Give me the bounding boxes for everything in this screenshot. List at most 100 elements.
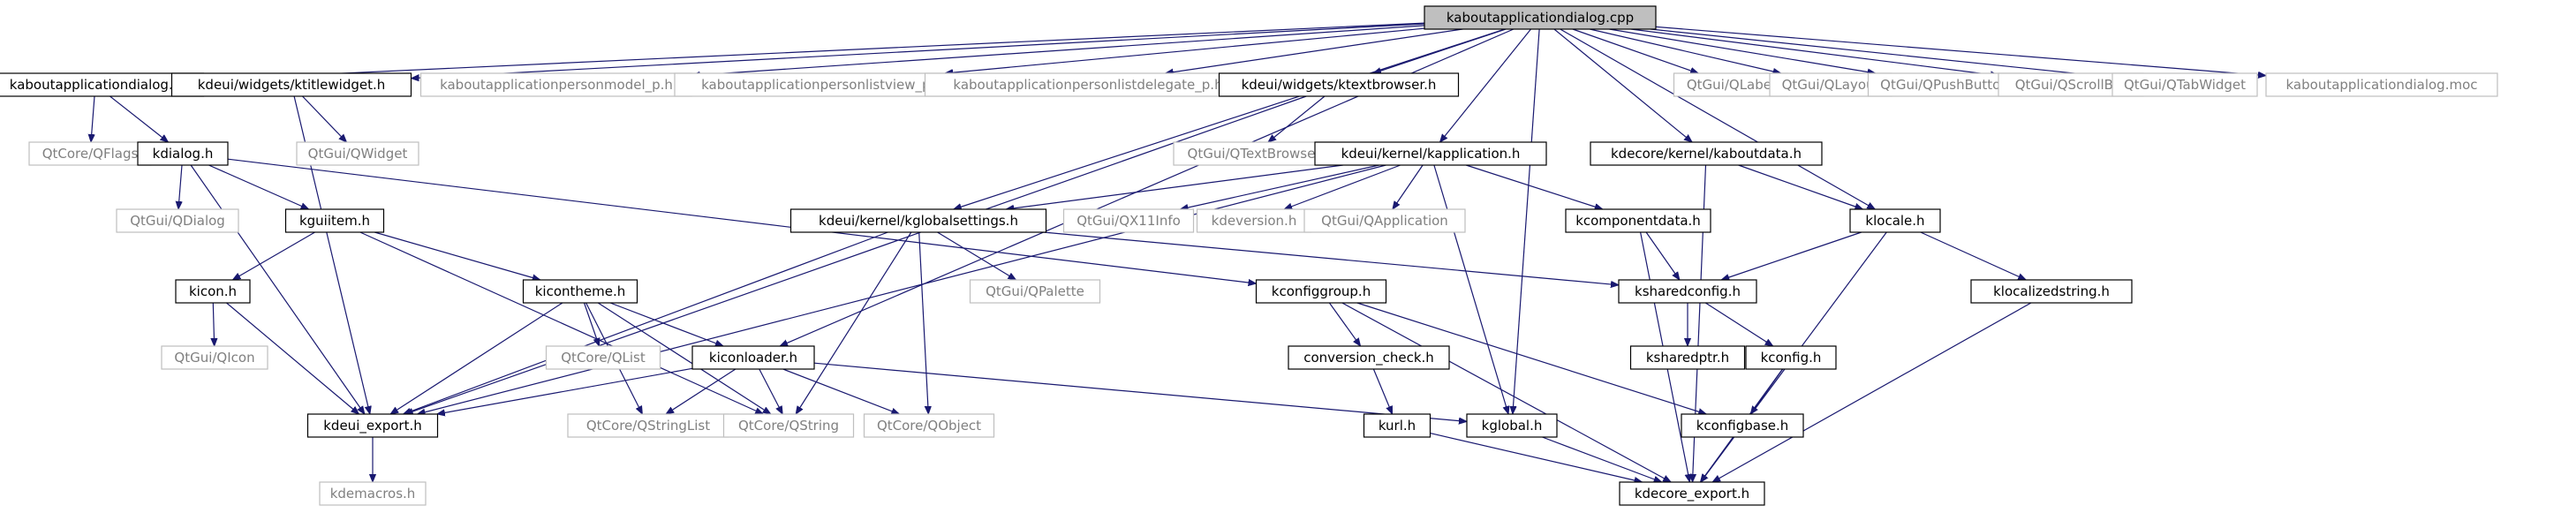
node-ktitlewidget: kdeui/widgets/ktitlewidget.h: [170, 72, 412, 97]
node-box: [1255, 279, 1387, 304]
node-box: [2265, 72, 2498, 97]
node-box: [1062, 208, 1195, 233]
edge-kglobalsettings-to-ksharedconfig: [1043, 231, 1620, 285]
node-box: [691, 345, 815, 370]
node-klocale: klocale.h: [1849, 208, 1941, 233]
node-kglobal: kglobal.h: [1466, 413, 1558, 438]
node-label: kurl.h: [1379, 418, 1416, 434]
node-box: [419, 72, 693, 97]
node-kdecore-export: kdecore_export.h: [1619, 481, 1765, 506]
node-box: [789, 208, 1047, 233]
node-kicon: kicon.h: [175, 279, 251, 304]
node-kurl: kurl.h: [1363, 413, 1432, 438]
node-kiconloader: kiconloader.h: [691, 345, 815, 370]
node-box: [1218, 72, 1460, 97]
edge-kguiitem-to-kicon: [232, 231, 315, 280]
node-box: [2111, 72, 2258, 97]
node-box: [1424, 5, 1657, 30]
node-label: kdialog.h: [153, 146, 214, 162]
edge-root-to-personmodel: [692, 25, 1425, 76]
edge-kiconloader-to-kdeui-export: [437, 367, 693, 414]
node-label: QtGui/QPalette: [986, 283, 1084, 299]
edge-kglobalsettings-to-qstring: [796, 231, 912, 414]
node-label: kguiitem.h: [299, 213, 370, 229]
node-label: QtGui/QIcon: [174, 350, 254, 366]
edge-kapplication-to-kcomponentdata: [1466, 164, 1603, 209]
node-box: [1303, 208, 1466, 233]
node-box: [674, 72, 971, 97]
node-kapplication: kdeui/kernel/kapplication.h: [1314, 141, 1547, 166]
node-box: [1363, 413, 1432, 438]
node-box: [1196, 208, 1312, 233]
edge-root-to-kglobal: [1513, 28, 1540, 414]
node-label: ksharedptr.h: [1646, 350, 1729, 366]
edge-kapplication-to-qapplication: [1393, 164, 1424, 209]
node-label: QtGui/QWidget: [308, 146, 408, 162]
node-qstringlist: QtCore/QStringList: [567, 413, 729, 438]
node-label: QtGui/QPushButton: [1880, 77, 2009, 93]
edge-kicon-to-kdeui-export: [226, 302, 359, 414]
edge-kad-h-to-kdialog: [110, 95, 169, 142]
node-box: [1590, 141, 1823, 166]
edge-kiconloader-to-qstringlist: [666, 368, 737, 414]
node-klocalizedstring: klocalizedstring.h: [1970, 279, 2133, 304]
edge-root-to-moc: [1655, 26, 2266, 75]
edge-kglobal-to-kdecore-export: [1542, 436, 1661, 482]
node-personlistdelegate: kaboutapplicationpersonlistdelegate_p.h: [924, 72, 1252, 97]
node-label: kdeui/widgets/ktitlewidget.h: [198, 77, 386, 93]
node-label: kdeversion.h: [1212, 213, 1297, 229]
edge-kapplication-to-kglobal: [1433, 164, 1508, 414]
node-box: [137, 141, 229, 166]
edge-kdialog-to-kconfiggroup: [227, 158, 1257, 283]
node-label: conversion_check.h: [1303, 350, 1434, 366]
node-box: [1629, 345, 1746, 370]
node-kglobalsettings: kdeui/kernel/kglobalsettings.h: [789, 208, 1047, 233]
edge-kconfiggroup-to-kdecore-export: [1341, 302, 1671, 482]
edge-kapplication-to-qx11info: [1181, 164, 1379, 209]
node-label: kdecore_export.h: [1635, 486, 1749, 502]
edge-root-to-qlayout: [1590, 28, 1780, 73]
node-box: [863, 413, 995, 438]
node-kicontheme: kicontheme.h: [522, 279, 638, 304]
edge-kguiitem-to-kicontheme: [374, 231, 540, 280]
node-label: kcomponentdata.h: [1575, 213, 1701, 229]
node-personlistview: kaboutapplicationpersonlistview_p.h: [674, 72, 971, 97]
node-label: kdeui_export.h: [323, 418, 421, 434]
node-kguiitem: kguiitem.h: [284, 208, 385, 233]
node-personmodel: kaboutapplicationpersonmodel_p.h: [419, 72, 693, 97]
node-label: kdecore/kernel/kaboutdata.h: [1611, 146, 1802, 162]
node-kdemacros: kdemacros.h: [319, 481, 427, 506]
node-root: kaboutapplicationdialog.cpp: [1424, 5, 1657, 30]
edge-root-to-kapplication: [1440, 28, 1531, 142]
nodes: kaboutapplicationdialog.cpp kaboutapplica…: [0, 5, 2498, 506]
edge-kglobalsettings-to-qobject: [918, 231, 929, 414]
node-box: [1849, 208, 1941, 233]
node-label: kaboutapplicationpersonlistdelegate_p.h: [953, 77, 1222, 94]
node-label: ksharedconfig.h: [1635, 283, 1741, 299]
node-box: [0, 72, 205, 97]
node-box: [545, 345, 661, 370]
node-box: [170, 72, 412, 97]
node-label: kaboutapplicationdialog.h: [10, 77, 181, 93]
edge-kdialog-to-kguiitem: [208, 164, 308, 210]
node-kad-h: kaboutapplicationdialog.h: [0, 72, 205, 97]
node-moc: kaboutapplicationdialog.moc: [2265, 72, 2498, 97]
edge-kicontheme-to-qstring: [597, 302, 771, 414]
edge-kicontheme-to-kiconloader: [609, 302, 723, 346]
edge-root-to-ktitlewidget: [412, 23, 1425, 79]
node-kdialog: kdialog.h: [137, 141, 229, 166]
edge-root-to-qpushbutton: [1609, 28, 1875, 73]
edge-kdialog-to-qdialog: [178, 164, 182, 209]
node-qicon: QtGui/QIcon: [161, 345, 268, 370]
edge-kicon-to-qicon: [213, 302, 214, 346]
node-kconfiggroup: kconfiggroup.h: [1255, 279, 1387, 304]
edge-kguiitem-to-qstring: [359, 231, 763, 415]
node-box: [319, 481, 427, 506]
node-label: kdemacros.h: [330, 486, 416, 502]
node-box: [722, 413, 855, 438]
node-label: QtCore/QList: [561, 350, 646, 366]
node-box: [1565, 208, 1711, 233]
edge-root-to-kaboutdata: [1553, 28, 1692, 142]
node-label: QtGui/QTextBrowser: [1188, 146, 1322, 162]
